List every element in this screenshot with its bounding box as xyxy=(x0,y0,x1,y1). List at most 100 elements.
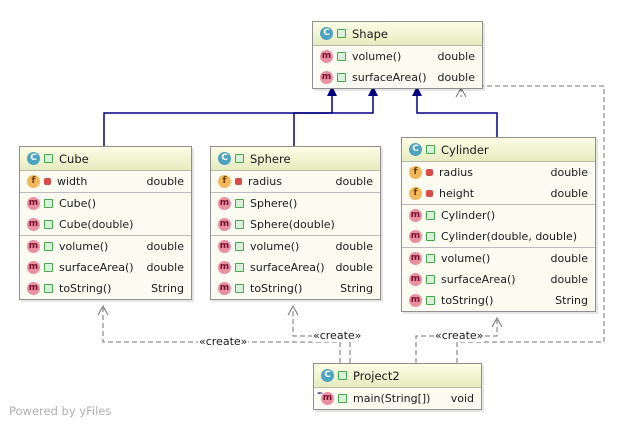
public-visibility-icon xyxy=(44,263,53,272)
class-box-cube[interactable]: C Cube f width double m Cube() m Cube(do… xyxy=(19,146,192,300)
method-return-type: double xyxy=(335,261,374,274)
method-return-type: double xyxy=(550,273,589,286)
method-row[interactable]: m volume() double xyxy=(402,248,595,269)
public-visibility-icon xyxy=(426,254,435,263)
class-icon: C xyxy=(27,152,40,165)
constructor-row[interactable]: m Sphere() xyxy=(211,193,380,214)
class-name-sphere: Sphere xyxy=(250,151,291,166)
method-icon: m xyxy=(27,197,40,210)
static-method-icon: m ✒ xyxy=(317,389,334,405)
method-icon: m xyxy=(409,273,422,286)
method-name: volume() xyxy=(441,252,491,265)
class-header-shape: C Shape xyxy=(313,22,482,46)
method-return-type: String xyxy=(555,294,588,307)
create-label-cylinder: «create» xyxy=(434,329,485,342)
public-visibility-icon xyxy=(235,199,244,208)
public-visibility-icon xyxy=(235,154,244,163)
method-name: volume() xyxy=(59,240,109,253)
field-icon: f xyxy=(409,187,422,200)
method-row[interactable]: m surfaceArea() double xyxy=(211,257,380,278)
methods-section: m volume() double m surfaceArea() double xyxy=(313,46,482,88)
class-box-cylinder[interactable]: C Cylinder f radius double f height doub… xyxy=(401,137,596,312)
class-header-cylinder: C Cylinder xyxy=(402,138,595,162)
method-name: surfaceArea() xyxy=(352,71,427,84)
method-name: volume() xyxy=(352,50,402,63)
method-icon: m xyxy=(27,240,40,253)
method-row[interactable]: m toString() String xyxy=(211,278,380,299)
field-row[interactable]: f height double xyxy=(402,183,595,204)
create-label-cube: «create» xyxy=(198,335,249,348)
method-return-type: double xyxy=(437,50,476,63)
field-row[interactable]: f radius double xyxy=(402,162,595,183)
method-name: toString() xyxy=(441,294,494,307)
create-label-sphere: «create» xyxy=(312,329,363,342)
private-lock-icon xyxy=(426,190,433,197)
public-visibility-icon xyxy=(338,371,347,380)
method-icon: m xyxy=(218,282,231,295)
public-visibility-icon xyxy=(426,275,435,284)
method-row[interactable]: m ✒ main(String[]) void xyxy=(314,388,481,409)
constructors-section: m Sphere() m Sphere(double) xyxy=(211,193,380,236)
public-visibility-icon xyxy=(235,263,244,272)
field-row[interactable]: f width double xyxy=(20,171,191,192)
method-return-type: String xyxy=(340,282,373,295)
field-name: radius xyxy=(439,166,474,179)
field-type: double xyxy=(550,166,589,179)
method-name: toString() xyxy=(250,282,303,295)
class-icon: C xyxy=(320,27,333,40)
class-icon: C xyxy=(321,369,334,382)
method-return-type: String xyxy=(151,282,184,295)
inheritance-arrowhead-cube xyxy=(327,86,337,96)
methods-section: m ✒ main(String[]) void xyxy=(314,388,481,409)
field-row[interactable]: f radius double xyxy=(211,171,380,192)
field-type: double xyxy=(550,187,589,200)
method-row[interactable]: m toString() String xyxy=(20,278,191,299)
field-type: double xyxy=(146,175,185,188)
method-row[interactable]: m surfaceArea() double xyxy=(402,269,595,290)
method-row[interactable]: m volume() double xyxy=(211,236,380,257)
constructor-name: Cube() xyxy=(59,197,96,210)
class-box-sphere[interactable]: C Sphere f radius double m Sphere() m Sp… xyxy=(210,146,381,300)
constructor-row[interactable]: m Cylinder(double, double) xyxy=(402,226,595,247)
public-visibility-icon xyxy=(426,211,435,220)
field-icon: f xyxy=(218,175,231,188)
fields-section: f radius double xyxy=(211,171,380,193)
method-row[interactable]: m surfaceArea() double xyxy=(313,67,482,88)
method-row[interactable]: m surfaceArea() double xyxy=(20,257,191,278)
method-name: surfaceArea() xyxy=(441,273,516,286)
class-box-shape[interactable]: C Shape m volume() double m surfaceArea(… xyxy=(312,21,483,89)
method-icon: m xyxy=(409,209,422,222)
method-return-type: void xyxy=(450,392,474,405)
fields-section: f radius double f height double xyxy=(402,162,595,205)
method-icon: m xyxy=(321,392,334,405)
method-row[interactable]: m toString() String xyxy=(402,290,595,311)
method-row[interactable]: m volume() double xyxy=(20,236,191,257)
field-name: radius xyxy=(248,175,283,188)
constructor-row[interactable]: m Cylinder() xyxy=(402,205,595,226)
public-visibility-icon xyxy=(337,73,346,82)
method-icon: m xyxy=(320,71,333,84)
constructor-row[interactable]: m Sphere(double) xyxy=(211,214,380,235)
constructor-name: Cube(double) xyxy=(59,218,134,231)
public-visibility-icon xyxy=(235,242,244,251)
constructor-row[interactable]: m Cube(double) xyxy=(20,214,191,235)
class-box-project2[interactable]: C Project2 m ✒ main(String[]) void xyxy=(313,363,482,410)
method-return-type: double xyxy=(437,71,476,84)
method-icon: m xyxy=(409,294,422,307)
method-icon: m xyxy=(409,230,422,243)
class-name-project2: Project2 xyxy=(353,368,400,383)
dependency-edge-sphere xyxy=(292,308,351,363)
powered-by-watermark: Powered by yFiles xyxy=(9,404,112,418)
method-name: surfaceArea() xyxy=(59,261,134,274)
class-name-cylinder: Cylinder xyxy=(441,142,489,157)
public-visibility-icon xyxy=(338,394,347,403)
constructor-row[interactable]: m Cube() xyxy=(20,193,191,214)
method-row[interactable]: m volume() double xyxy=(313,46,482,67)
method-icon: m xyxy=(27,261,40,274)
method-icon: m xyxy=(218,240,231,253)
methods-section: m volume() double m surfaceArea() double… xyxy=(402,248,595,311)
method-return-type: double xyxy=(146,261,185,274)
private-lock-icon xyxy=(44,178,51,185)
method-icon: m xyxy=(218,261,231,274)
public-visibility-icon xyxy=(44,284,53,293)
